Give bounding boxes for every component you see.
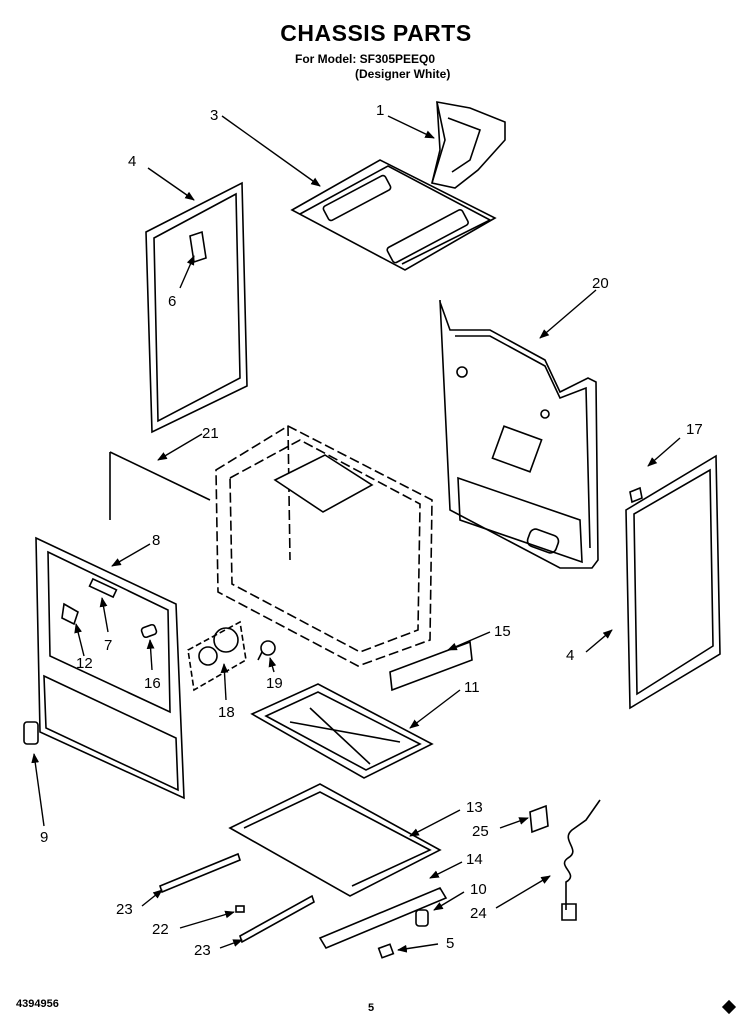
callout-8: 8 xyxy=(152,532,160,549)
callout-20: 20 xyxy=(592,275,609,292)
callout-18: 18 xyxy=(218,704,235,721)
page-number: 5 xyxy=(368,1002,375,1014)
variant-line: (Designer White) xyxy=(355,67,451,81)
oven-cavity-top-block xyxy=(273,454,374,513)
part-9-bracket xyxy=(23,721,39,745)
part-4-right-side-panel xyxy=(625,454,721,710)
callout-5: 5 xyxy=(446,935,454,952)
part-1-deflector xyxy=(431,101,506,189)
callout-6: 6 xyxy=(168,293,176,310)
part-5-spacer xyxy=(377,943,395,959)
callout-15: 15 xyxy=(494,623,511,640)
leader-arrows xyxy=(31,115,681,953)
callout-9: 9 xyxy=(40,829,48,846)
callout-14: 14 xyxy=(466,851,483,868)
callout-10: 10 xyxy=(470,881,487,898)
callout-7: 7 xyxy=(104,637,112,654)
callout-3: 3 xyxy=(210,107,218,124)
part-22-clip xyxy=(235,905,245,913)
callout-13: 13 xyxy=(466,799,483,816)
part-18-burner-valve xyxy=(187,620,247,692)
part-10-orifice xyxy=(415,909,429,927)
part-16-switch xyxy=(140,623,158,639)
document-number: 4394956 xyxy=(16,998,59,1010)
part-19-knob xyxy=(257,640,276,661)
callout-4-left: 4 xyxy=(128,153,136,170)
oven-cavity xyxy=(215,425,433,667)
callout-4-right: 4 xyxy=(566,647,574,664)
callout-24: 24 xyxy=(470,905,487,922)
callout-19: 19 xyxy=(266,675,283,692)
part-23-rails xyxy=(159,852,315,944)
callout-17: 17 xyxy=(686,421,703,438)
part-15-trim-strip xyxy=(389,640,473,692)
callout-12: 12 xyxy=(76,655,93,672)
model-line: For Model: SF305PEEQ0 xyxy=(295,52,436,66)
callout-1: 1 xyxy=(376,102,384,119)
callout-21: 21 xyxy=(202,425,219,442)
callout-23-upper: 23 xyxy=(116,901,133,918)
callout-23-lower: 23 xyxy=(194,942,211,959)
part-13-burner-box xyxy=(228,783,442,897)
part-20-rear-panel xyxy=(439,299,599,569)
callout-16: 16 xyxy=(144,675,161,692)
part-11-oven-bottom xyxy=(250,683,434,779)
part-25-bracket xyxy=(529,804,549,834)
part-21-gasket xyxy=(109,451,211,520)
callout-22: 22 xyxy=(152,921,169,938)
part-4-left-side-panel xyxy=(145,181,248,434)
part-14-rail xyxy=(318,886,448,950)
part-24-power-cord xyxy=(561,799,601,921)
page-title: CHASSIS PARTS xyxy=(280,20,472,46)
callout-11: 11 xyxy=(464,679,480,696)
part-12-clip xyxy=(61,602,79,626)
part-3-top-plate xyxy=(290,159,497,271)
callout-25: 25 xyxy=(472,823,489,840)
part-8-front-frame xyxy=(35,536,185,800)
